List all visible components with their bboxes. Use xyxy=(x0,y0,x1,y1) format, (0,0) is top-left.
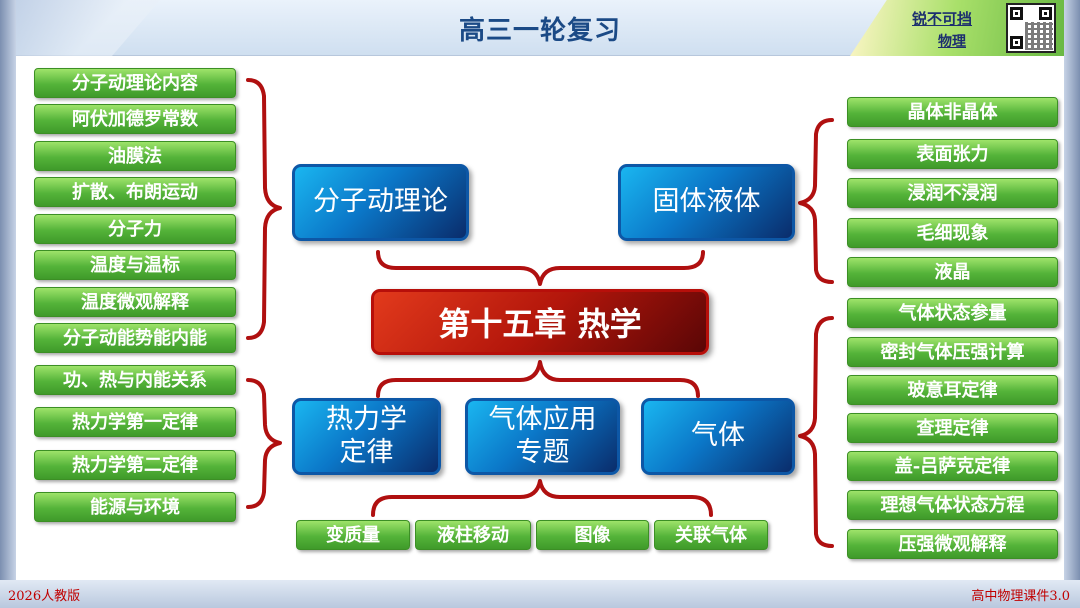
footer-course: 高中物理课件3.0 xyxy=(971,589,1070,604)
leaf-thermo-item: 热力学第二定律 xyxy=(34,450,236,480)
topic-thermodynamics-laws: 热力学 定律 xyxy=(292,398,441,475)
leaf-gas-item: 玻意耳定律 xyxy=(847,375,1058,405)
topic-gas-applications: 气体应用 专题 xyxy=(465,398,620,475)
leaf-thermo-item: 功、热与内能关系 xyxy=(34,365,236,395)
leaf-solid-item: 液晶 xyxy=(847,257,1058,287)
topic-molecular-theory: 分子动理论 xyxy=(292,164,469,241)
leaf-molecular-item: 分子动能势能内能 xyxy=(34,323,236,353)
topic-gas-applications-line2: 专题 xyxy=(515,436,570,468)
leaf-solid-item: 晶体非晶体 xyxy=(847,97,1058,127)
leaf-solid-item: 表面张力 xyxy=(847,139,1058,169)
topic-thermodynamics-line2: 定律 xyxy=(339,436,394,468)
leaf-gas-topic-item: 变质量 xyxy=(296,520,410,550)
footer-edition: 2026人教版 xyxy=(8,589,81,604)
chapter-title-box: 第十五章 热学 xyxy=(371,289,709,355)
qr-finder-icon xyxy=(1039,7,1052,20)
qr-code-icon xyxy=(1006,3,1056,53)
leaf-gas-topic-item: 图像 xyxy=(536,520,649,550)
leaf-gas-item: 气体状态参量 xyxy=(847,298,1058,328)
brace-thermo xyxy=(246,378,282,509)
brand-name: 锐不可挡 xyxy=(912,10,973,28)
leaf-molecular-item: 扩散、布朗运动 xyxy=(34,177,236,207)
leaf-molecular-item: 阿伏加德罗常数 xyxy=(34,104,236,134)
topic-thermodynamics-line1: 热力学 xyxy=(326,404,407,436)
leaf-solid-item: 浸润不浸润 xyxy=(847,178,1058,208)
leaf-molecular-item: 分子力 xyxy=(34,214,236,244)
frame-left xyxy=(0,0,16,608)
leaf-gas-item: 密封气体压强计算 xyxy=(847,337,1058,367)
qr-finder-icon xyxy=(1010,36,1023,49)
leaf-gas-topic-item: 液柱移动 xyxy=(415,520,531,550)
brace-gas xyxy=(798,316,834,548)
page-title: 高三一轮复习 xyxy=(458,16,621,46)
brace-bottom xyxy=(376,360,700,398)
qr-finder-icon xyxy=(1010,7,1023,20)
header-bar xyxy=(0,0,1080,56)
frame-right xyxy=(1064,0,1080,608)
brace-gas-topics xyxy=(371,479,713,517)
leaf-solid-item: 毛细现象 xyxy=(847,218,1058,248)
leaf-gas-item: 盖-吕萨克定律 xyxy=(847,451,1058,481)
topic-gas: 气体 xyxy=(641,398,795,475)
leaf-gas-item: 理想气体状态方程 xyxy=(847,490,1058,520)
leaf-gas-item: 查理定律 xyxy=(847,413,1058,443)
topic-solid-liquid: 固体液体 xyxy=(618,164,795,241)
brace-solid xyxy=(798,118,834,284)
leaf-molecular-item: 温度微观解释 xyxy=(34,287,236,317)
leaf-molecular-item: 分子动理论内容 xyxy=(34,68,236,98)
leaf-gas-topic-item: 关联气体 xyxy=(654,520,768,550)
leaf-gas-item: 压强微观解释 xyxy=(847,529,1058,559)
leaf-molecular-item: 温度与温标 xyxy=(34,250,236,280)
leaf-molecular-item: 油膜法 xyxy=(34,141,236,171)
brand-subject: 物理 xyxy=(938,34,966,50)
leaf-thermo-item: 能源与环境 xyxy=(34,492,236,522)
leaf-thermo-item: 热力学第一定律 xyxy=(34,407,236,437)
brace-molecular xyxy=(246,78,282,340)
brace-top xyxy=(376,250,705,286)
topic-gas-applications-line1: 气体应用 xyxy=(488,404,597,436)
footer-bar xyxy=(0,580,1080,608)
qr-pattern xyxy=(1025,22,1053,50)
